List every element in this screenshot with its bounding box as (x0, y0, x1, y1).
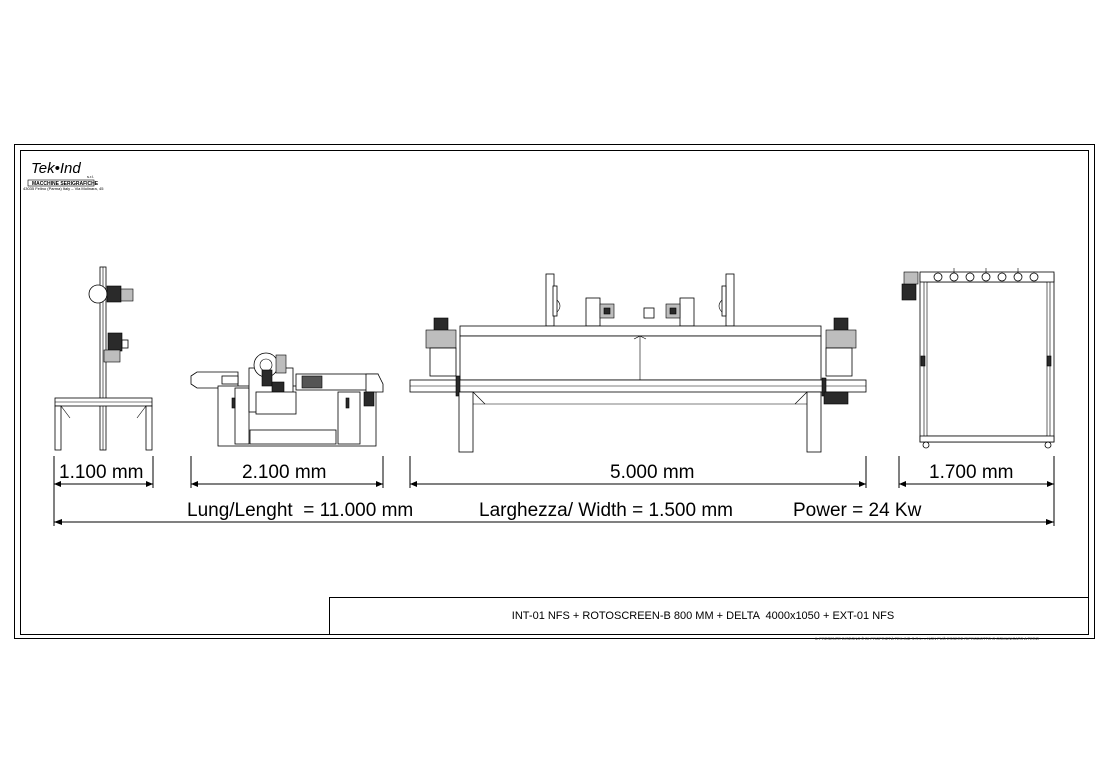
dryer-hood (459, 325, 822, 337)
spec-power: Power = 24 Kw (793, 500, 922, 521)
printer-control-panel (301, 375, 323, 389)
title-block (329, 597, 1089, 635)
dryer-fan-right (679, 297, 695, 327)
logo-address: 43035 Felino (Parma) Italy – Via Molinar… (23, 186, 104, 191)
dryer-leg-left (458, 391, 474, 453)
spec-length: Lung/Lenght = 11.000 mm (187, 500, 413, 521)
printer-machine (190, 352, 384, 447)
title-fine-print: IL PRESENTE DISEGNO È DI PROPRIETÀ TEK-I… (815, 636, 1039, 641)
loader-upper-motor (106, 285, 122, 303)
dryer-leg-right (806, 391, 822, 453)
loader-machine (54, 266, 153, 451)
dryer-fan-left (585, 297, 601, 327)
dim-label-unloader: 1.700 mm (929, 462, 1013, 483)
unloader-frame (919, 273, 1055, 443)
dryer-chamber (459, 335, 822, 381)
loader-pulley (88, 284, 108, 304)
logo-tagline: MACCHINE SERIGRAFICHE (32, 181, 99, 187)
company-logo: Tek•Ind s.r.l. MACCHINE SERIGRAFICHE 430… (23, 160, 104, 191)
dim-label-loader: 1.100 mm (59, 462, 143, 483)
dim-label-printer: 2.100 mm (242, 462, 326, 483)
dim-label-dryer: 5.000 mm (610, 462, 694, 483)
spec-width: Larghezza/ Width = 1.500 mm (479, 500, 733, 521)
logo-tagline-bar (27, 179, 95, 187)
unloader-wheel (922, 441, 930, 449)
drawing-title: INT-01 NFS + ROTOSCREEN-B 800 MM + DELTA… (512, 610, 894, 622)
dryer-machine (409, 273, 867, 453)
dimension-lines (53, 456, 1055, 526)
unloader-motor (901, 283, 917, 301)
logo-suffix: s.r.l. (87, 174, 94, 179)
logo-brand: Tek•Ind (31, 160, 81, 177)
unloader-machine (901, 268, 1055, 449)
outer-frame (14, 144, 1095, 639)
dryer-chimney-right (725, 273, 735, 327)
loader-lower-motor (107, 332, 123, 352)
